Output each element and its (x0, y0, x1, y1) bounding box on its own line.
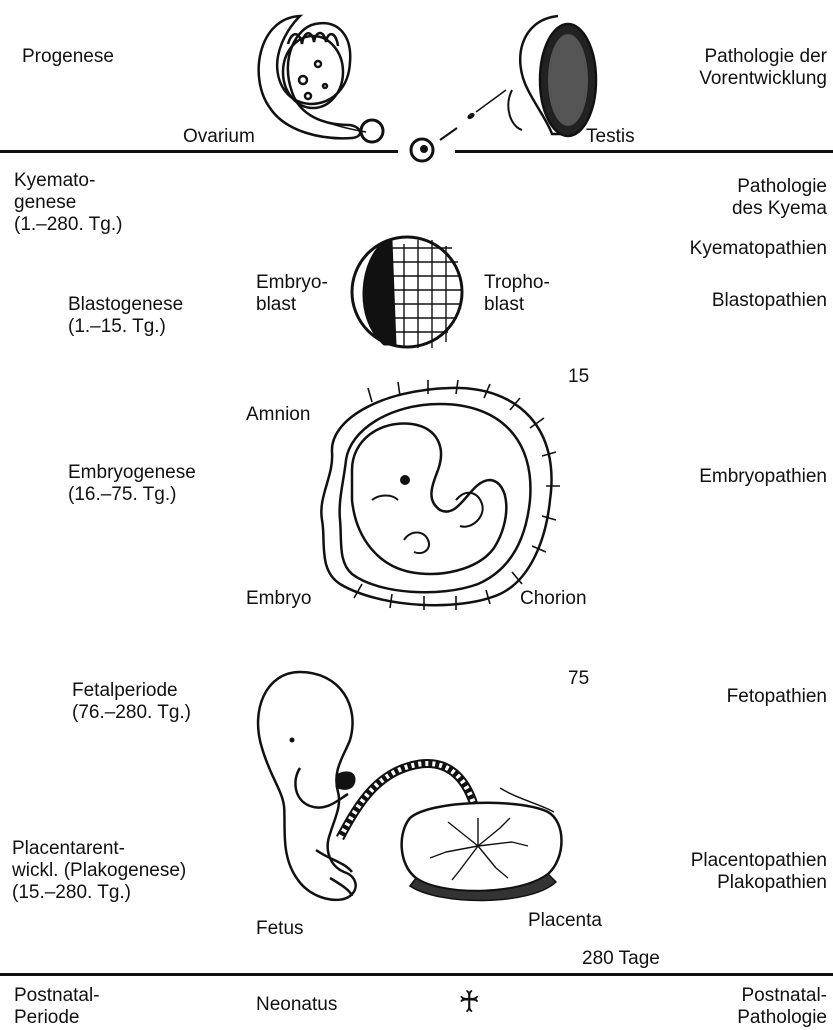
day-75-label: 75 (568, 668, 589, 690)
day-280-label: 280 Tage (582, 948, 660, 970)
embryopathien-label: Embryopathien (699, 466, 827, 488)
placenta-drawing (402, 788, 562, 901)
blastogenese-label: Blastogenese (1.–15. Tg.) (68, 294, 183, 338)
progenese-label: Progenese (22, 46, 114, 68)
cross-icon: ♰ (458, 986, 480, 1020)
fetopathien-label: Fetopathien (727, 686, 827, 708)
placenta-label: Placenta (528, 910, 602, 932)
testis-label: Testis (586, 126, 635, 148)
pathologie-vorentwicklung-label: Pathologie der Vorentwicklung (699, 46, 827, 90)
fetus-label: Fetus (256, 918, 304, 940)
placentarentwicklung-label: Placentarent- wickl. (Plakogenese) (15.–… (12, 838, 186, 904)
kyematogenese-label: Kyemato- genese (1.–280. Tg.) (14, 170, 122, 236)
testis-drawing (508, 16, 596, 136)
ovary-drawing (259, 16, 383, 142)
fetalperiode-label: Fetalperiode (76.–280. Tg.) (72, 680, 191, 724)
embryoblast-label: Embryo- blast (256, 272, 328, 316)
postnatal-pathologie-label: Postnatal- Pathologie (737, 985, 827, 1029)
postnatal-periode-label: Postnatal- Periode (14, 985, 100, 1029)
neonatus-label: Neonatus (256, 994, 337, 1016)
chorion-label: Chorion (520, 588, 587, 610)
blastocyst-drawing (352, 237, 462, 348)
day-15-label: 15 (568, 366, 589, 388)
placentopathien-label: Placentopathien Plakopathien (691, 850, 827, 894)
amnion-label: Amnion (246, 404, 310, 426)
fertilization-drawing (411, 90, 506, 161)
fetus-drawing (258, 672, 356, 900)
embryo-label: Embryo (246, 588, 311, 610)
embryo-drawing (321, 380, 560, 610)
embryogenese-label: Embryogenese (16.–75. Tg.) (68, 462, 196, 506)
blastopathien-label: Blastopathien (712, 290, 827, 312)
pathologie-kyema-label: Pathologie des Kyema (732, 176, 827, 220)
kyematopathien-label: Kyematopathien (690, 238, 827, 260)
trophoblast-label: Tropho- blast (484, 272, 550, 316)
ovarium-label: Ovarium (183, 126, 255, 148)
